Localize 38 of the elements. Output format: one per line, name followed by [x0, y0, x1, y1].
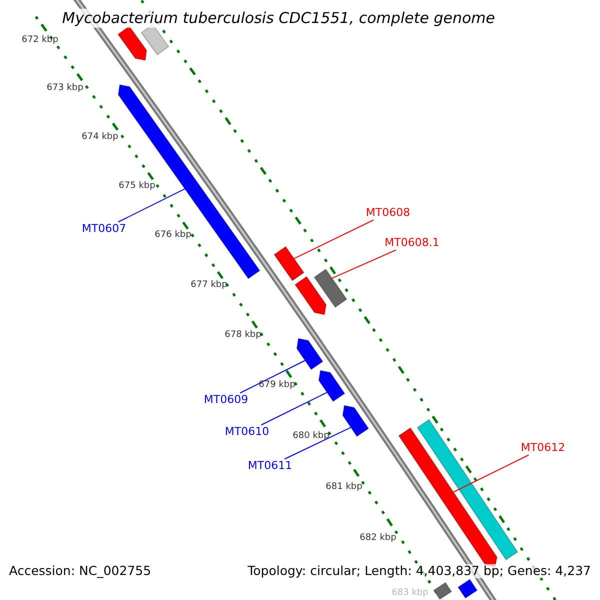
leader-line: [260, 392, 328, 426]
title: Mycobacterium tuberculosis CDC1551, complete genome: [60, 8, 497, 28]
leader-line: [453, 454, 530, 492]
scale-label: 679 kbp: [258, 381, 296, 391]
scale-label: 674 kbp: [82, 133, 118, 143]
gene-bar: [318, 370, 346, 402]
scale-label: 672 kbp: [22, 36, 58, 46]
gene-bar: [296, 338, 324, 370]
scale-label: 683 kbp: [392, 589, 428, 599]
gene-label: MT0612: [520, 442, 566, 454]
gene-bar: [117, 26, 148, 61]
gene-label: MT0610: [224, 426, 270, 438]
leader-line: [284, 426, 352, 460]
gene-bar: [342, 404, 370, 438]
gene-label: MT0608: [366, 206, 410, 220]
scale-label: 675 kbp: [118, 182, 156, 192]
gene-label: MT0609: [204, 394, 248, 406]
scale-label: 680 kbp: [292, 432, 330, 442]
gene-bar: [274, 246, 305, 282]
scale-label: 676 kbp: [154, 231, 192, 241]
gene-bar: [314, 268, 348, 308]
gene-label: MT0608.1: [384, 236, 440, 250]
gene-bar: [294, 276, 327, 316]
scale-label: 677 kbp: [190, 281, 228, 291]
gene-label: MT0611: [248, 460, 292, 472]
gene-bar: [416, 418, 518, 560]
scale-label: 682 kbp: [360, 534, 396, 544]
leader-line: [118, 188, 186, 222]
gene-bar: [433, 582, 452, 600]
accession-text: Accession: NC_002755: [8, 564, 152, 578]
leader-line: [294, 220, 374, 260]
scale-label: 681 kbp: [326, 483, 362, 493]
leader-line: [240, 360, 306, 394]
gene-label: MT0607: [82, 222, 126, 236]
genome-summary-text: Topology: circular; Length: 4,403,837 bp; Genes: 4,237: [246, 564, 592, 578]
leader-line: [332, 250, 396, 279]
scale-label: 678 kbp: [224, 331, 262, 341]
scale-label: 673 kbp: [46, 84, 84, 94]
